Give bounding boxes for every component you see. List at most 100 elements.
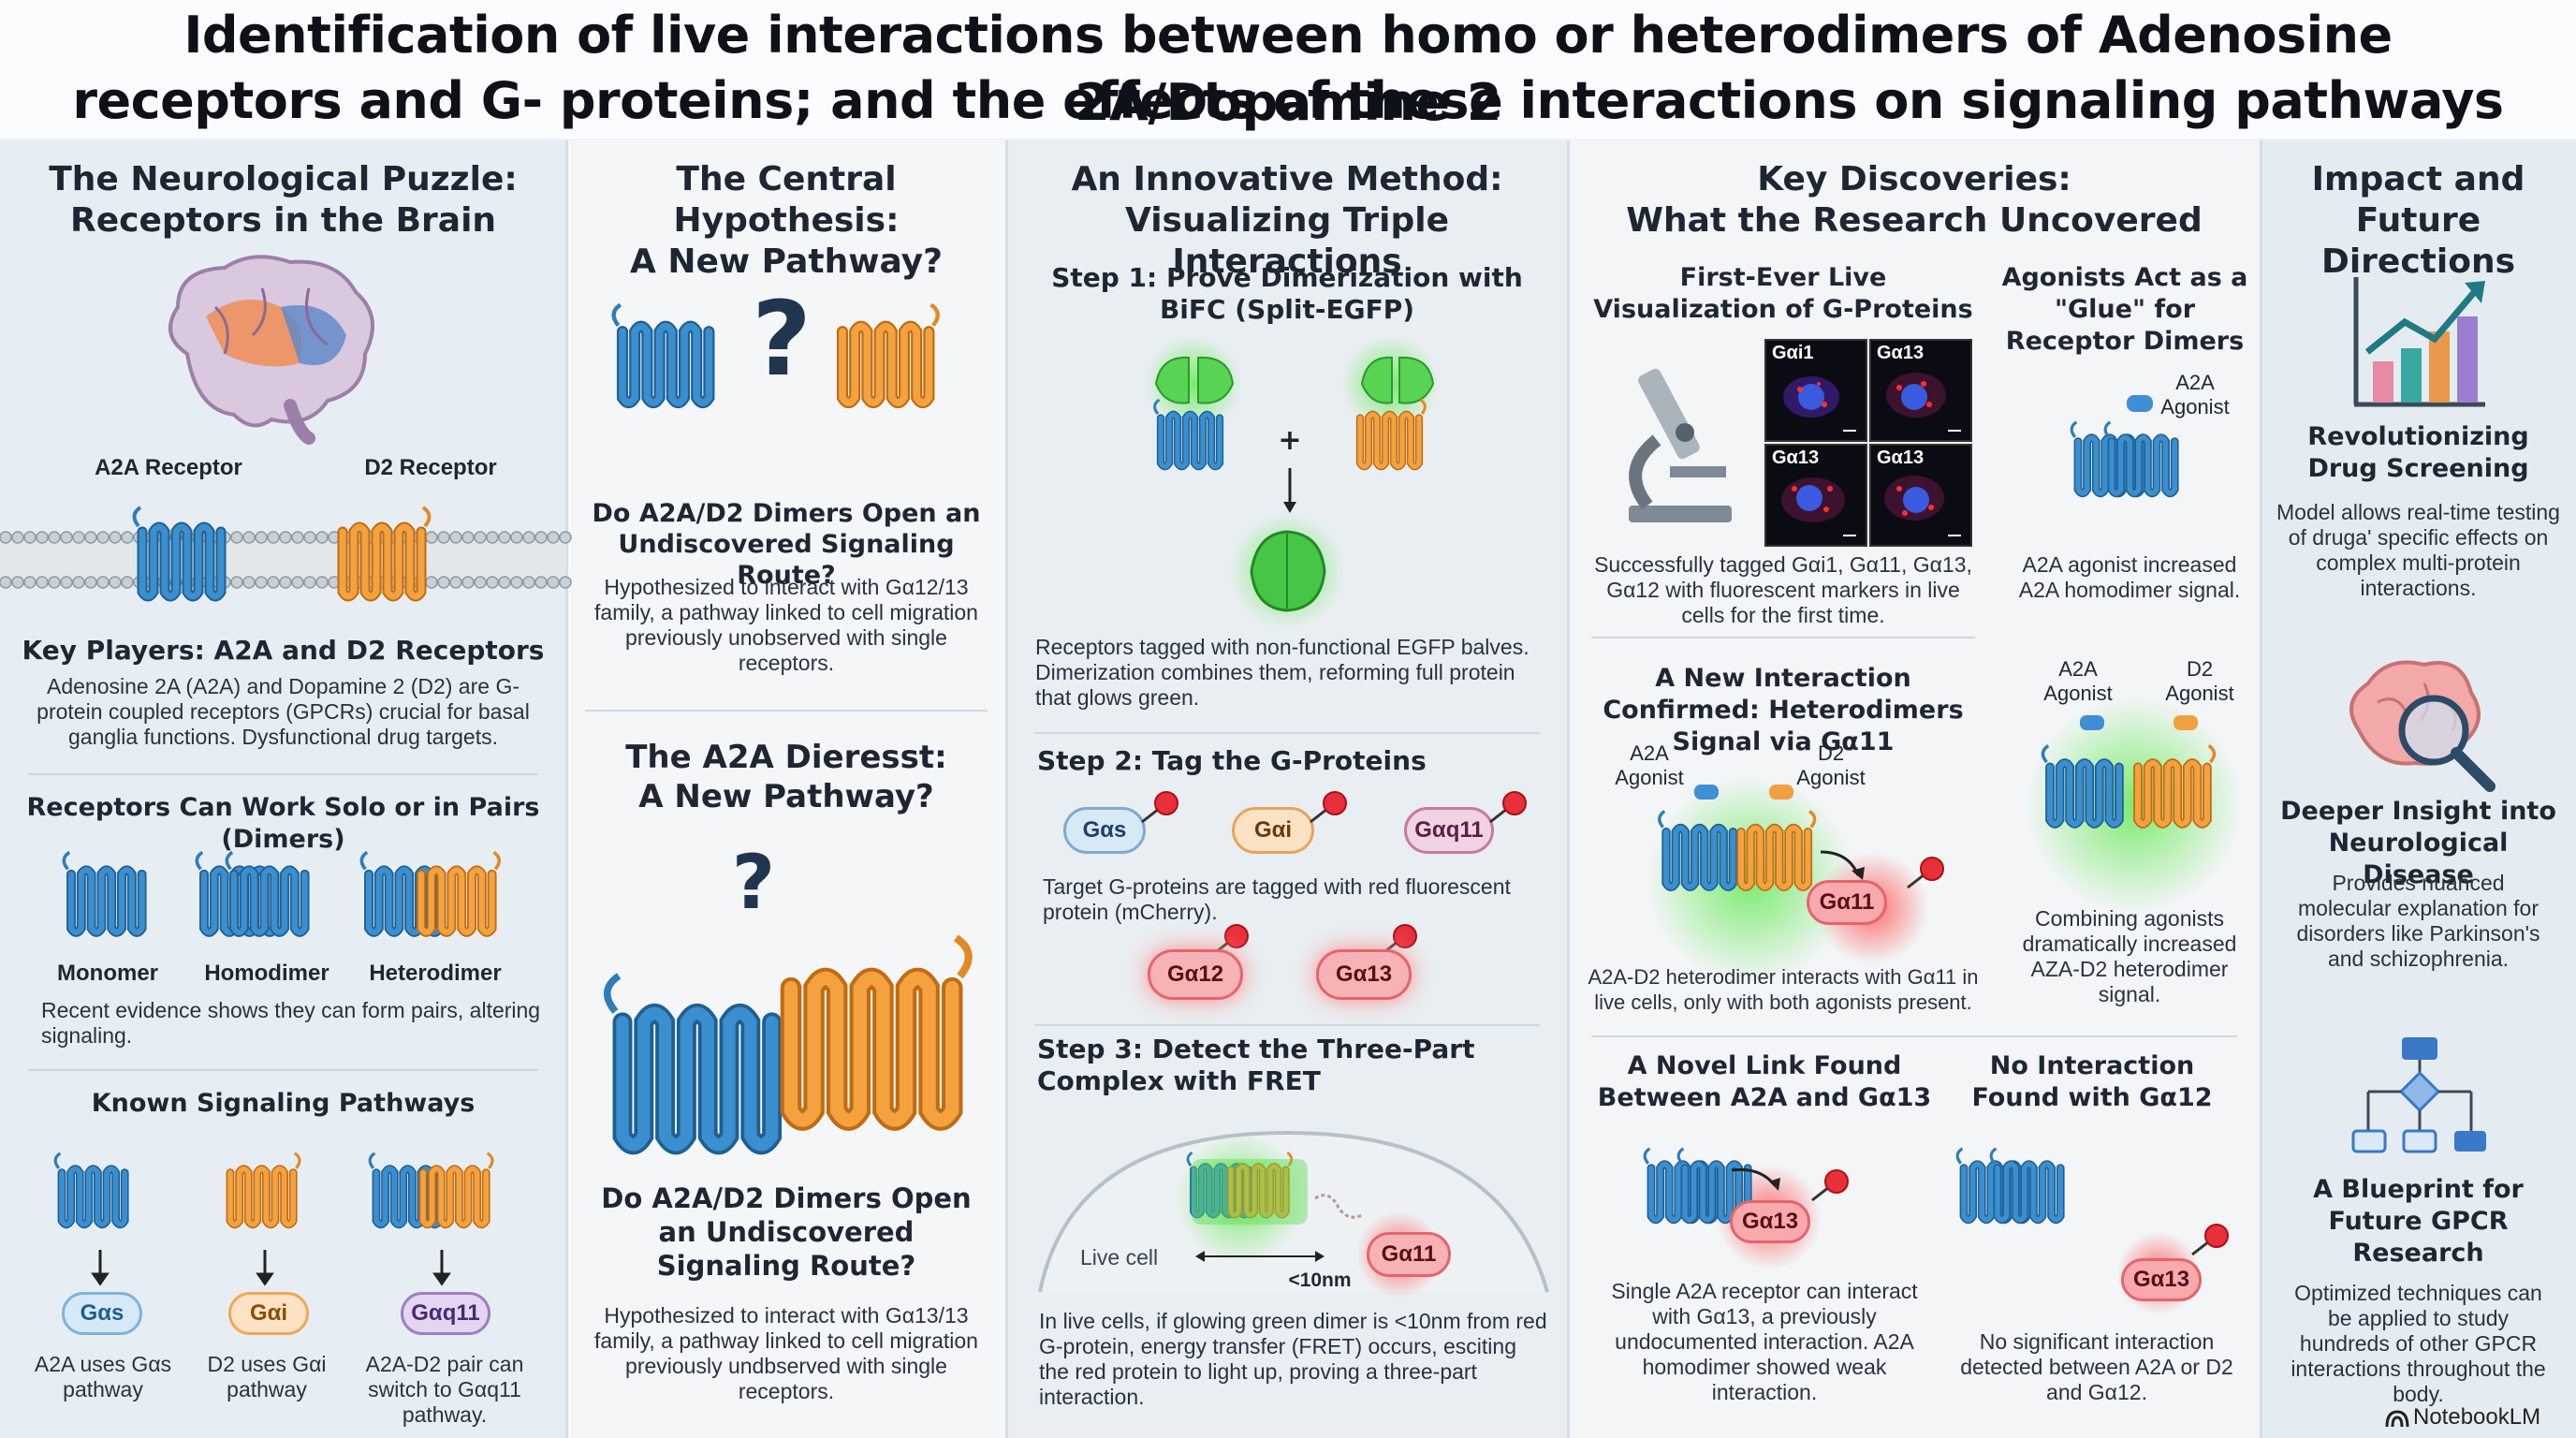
glue-illustration	[2041, 395, 2228, 552]
question-mark-icon: ?	[752, 279, 812, 399]
new-a2a-agonist-label: A2A Agonist	[1615, 741, 1684, 789]
gaq11-badge: Gαq11	[401, 1292, 490, 1335]
micro-label-2: Gα13	[1877, 343, 1925, 363]
revolution-title: Revolutionizing Drug Screening	[2307, 422, 2529, 483]
col4-heading-line1: Key Discoveries:	[1757, 160, 2071, 198]
blueprint-title: A Blueprint for Future GPCR Research	[2313, 1175, 2524, 1268]
lipid-head	[230, 531, 243, 544]
micro-label-4: Gα13	[1877, 448, 1925, 468]
lipid-head	[109, 531, 122, 544]
q1-title: Do A2A/D2 Dimers Open an Undiscovered Si…	[592, 499, 981, 590]
combo-illustration	[2027, 697, 2242, 913]
lipid-head	[498, 531, 511, 544]
glue-agonist-label: A2A Agonist	[2160, 371, 2230, 418]
glue-title: Agonists Act as a "Glue" for Receptor Di…	[2001, 263, 2248, 356]
lipid-head	[291, 531, 304, 544]
col1-heading: The Neurological Puzzle: Receptors in th…	[0, 159, 566, 242]
live-cell-label: Live cell	[1080, 1245, 1159, 1269]
ga12-tag: Gα12	[1148, 949, 1243, 1000]
notebooklm-logo-icon	[2385, 1410, 2409, 1428]
new-interaction-title: A New Interaction Confirmed: Heterodimer…	[1603, 664, 1964, 756]
divider	[1591, 637, 1975, 638]
ga11-result-tag: Gα11	[1807, 880, 1887, 925]
gas-badge: Gαs	[62, 1292, 142, 1335]
lipid-head	[267, 531, 280, 544]
col2-heading-line2: A New Pathway?	[629, 242, 944, 281]
gaq11-tag: Gαq11	[1404, 807, 1494, 854]
col2-subheading-line2: A New Pathway?	[638, 778, 934, 815]
novel-link-text: Single A2A receptor can interact with Gα…	[1611, 1279, 1918, 1404]
col5-heading-line2: Future Directions	[2320, 201, 2516, 281]
lipid-head	[242, 576, 256, 589]
lipid-head	[547, 576, 560, 589]
lipid-head	[522, 576, 535, 589]
lipid-head	[534, 576, 548, 589]
lipid-head	[559, 576, 572, 589]
lipid-head	[121, 576, 134, 589]
lipid-head	[474, 531, 487, 544]
col2-heading-line1: The Central Hypothesis:	[673, 160, 900, 240]
ga11-tag: Gα11	[1367, 1232, 1451, 1277]
solo-pairs-title: Receptors Can Work Solo or in Pairs (Dim…	[26, 793, 540, 854]
lipid-head	[425, 576, 438, 589]
lipid-head	[23, 531, 37, 544]
lipid-head	[437, 531, 450, 544]
micro-label-1: Gαi1	[1772, 343, 1814, 363]
micro-image-gai1: Gαi1	[1764, 339, 1867, 442]
lipid-head	[486, 531, 499, 544]
microscope-icon	[1629, 368, 1732, 522]
step3-title: Step 3: Detect the Three-Part Complex wi…	[1037, 1034, 1475, 1096]
column-divider	[2260, 140, 2262, 1438]
col5-heading-line1: Impact and	[2311, 160, 2525, 198]
lipid-head	[437, 576, 450, 589]
lipid-head	[72, 576, 85, 589]
lipid-head	[242, 531, 256, 544]
divider	[1034, 732, 1540, 734]
ga13-none-tag: Gα13	[2121, 1258, 2202, 1301]
lipid-head	[461, 531, 475, 544]
gai-tag: Gαi	[1232, 807, 1314, 854]
homodimer-label: Homodimer	[204, 961, 329, 986]
lipid-head	[60, 531, 73, 544]
lipid-head	[486, 576, 499, 589]
lipid-head	[267, 576, 280, 589]
solo-pairs-text: Recent evidence shows they can form pair…	[41, 998, 541, 1048]
lipid-head	[279, 531, 292, 544]
lipid-head	[121, 531, 134, 544]
path-a2a-text: A2A uses Gαs pathway	[34, 1352, 172, 1401]
divider	[1034, 1024, 1540, 1026]
question-mark-icon: ?	[732, 839, 775, 926]
title-line-2: receptors and G- proteins; and the effec…	[72, 71, 2504, 130]
step1-text: Receptors tagged with non-functional EGF…	[1035, 635, 1530, 710]
q2-title: Do A2A/D2 Dimers Open an Undiscovered Si…	[601, 1182, 972, 1282]
lipid-head	[449, 576, 462, 589]
lipid-head	[425, 531, 438, 544]
first-visualization-text: Successfully tagged Gαi1, Gα11, Gα13, Gα…	[1594, 552, 1972, 627]
first-visualization-title: First-Ever Live Visualization of G-Prote…	[1593, 263, 1973, 324]
micro-cells	[1781, 373, 1961, 536]
hypothesis-illustration: ?	[566, 279, 1006, 487]
no-interaction-text: No significant interaction detected betw…	[1960, 1329, 2233, 1404]
divider	[28, 1069, 538, 1071]
lipid-head	[291, 576, 304, 589]
step2-text: Target G-proteins are tagged with red fl…	[1043, 874, 1511, 924]
col3-heading-line1: An Innovative Method:	[1071, 160, 1503, 198]
brand-label: NotebookLM	[2413, 1404, 2541, 1430]
dimer-question-illustration: ?	[566, 839, 1006, 1170]
lipid-head	[498, 576, 511, 589]
title-banner: Identification of live interactions betw…	[0, 0, 2576, 139]
col4-heading-line2: What the Research Uncovered	[1626, 201, 2203, 240]
lipid-head	[0, 531, 12, 544]
lipid-head	[255, 531, 268, 544]
lipid-head	[36, 531, 49, 544]
gas-tag: Gαs	[1063, 807, 1146, 854]
col4-heading: Key Discoveries: What the Research Uncov…	[1568, 159, 2261, 242]
micro-label-3: Gα13	[1772, 448, 1820, 468]
lipid-head	[0, 576, 12, 589]
brain-magnifier-icon	[2349, 660, 2496, 792]
glue-text: A2A agonist increased A2A homodimer sign…	[2018, 552, 2241, 602]
divider	[585, 710, 988, 712]
title-line-1: Identification of live interactions betw…	[183, 6, 2393, 132]
revolution-text: Model allows real-time testing of druga'…	[2276, 500, 2560, 600]
lipid-head	[510, 531, 523, 544]
